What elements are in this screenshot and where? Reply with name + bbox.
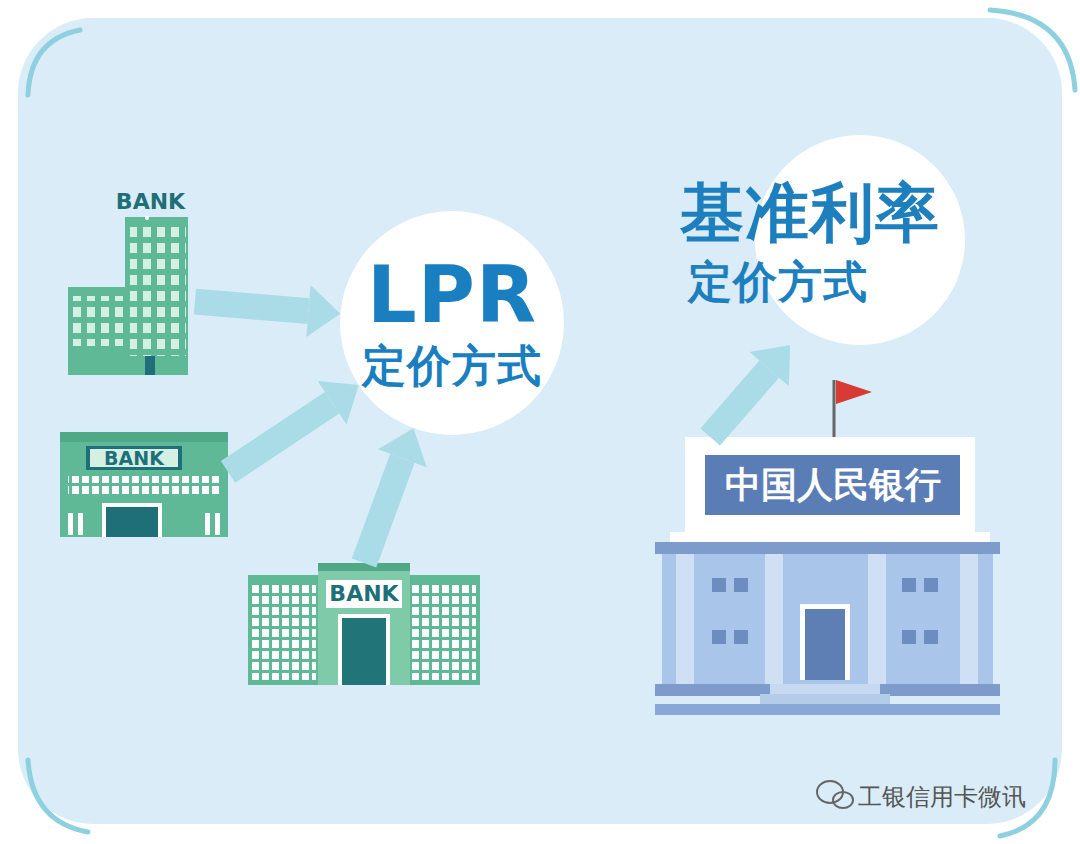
text: BANK xyxy=(116,190,185,214)
arrow-body xyxy=(194,289,310,324)
text: 中国人民银行 xyxy=(725,465,941,505)
bank-building: BANK xyxy=(68,182,195,375)
arrow-head xyxy=(750,345,791,386)
text: 定价方式 xyxy=(688,258,868,306)
node-text: 中国人民银行 xyxy=(705,455,960,515)
node-text: 定价方式 xyxy=(688,257,908,307)
node-text: LPR xyxy=(340,251,564,341)
text: 基准利率 xyxy=(680,178,940,248)
arrow-body xyxy=(700,361,779,446)
text: 定价方式 xyxy=(362,342,542,390)
corner-arcs xyxy=(28,10,1075,836)
arrow-body xyxy=(221,392,339,483)
node-text: 定价方式 xyxy=(340,341,564,391)
arrow-connector xyxy=(700,345,790,446)
benchmark-rate-circle: 基准利率定价方式 xyxy=(680,135,970,345)
bank-building xyxy=(68,216,188,375)
central-bank-building: 中国人民银行 xyxy=(655,437,1000,715)
bank-building: BANK xyxy=(60,432,228,537)
arrow-head xyxy=(318,381,359,424)
node-text: BANK xyxy=(326,580,402,608)
wechat-icon xyxy=(817,781,853,808)
bank-building xyxy=(248,563,480,685)
background-panel xyxy=(18,18,1062,824)
arrow-body xyxy=(352,454,415,568)
arrow-connector xyxy=(194,285,340,337)
text: BANK xyxy=(329,582,398,606)
watermark: 工银信用卡微讯 xyxy=(858,781,1026,813)
text: BANK xyxy=(104,448,164,469)
lpr-circle: LPR定价方式 xyxy=(340,211,564,435)
node-text: BANK xyxy=(90,449,178,467)
arrow-connector xyxy=(221,381,359,483)
arrow-head xyxy=(306,285,340,337)
arrow-head xyxy=(378,428,427,467)
bank-building xyxy=(60,432,228,537)
text: LPR xyxy=(367,253,537,339)
arrow-connector xyxy=(352,428,427,567)
bank-building: BANK xyxy=(248,563,480,685)
node-text: BANK xyxy=(108,188,193,216)
node-text: 基准利率 xyxy=(680,177,970,249)
